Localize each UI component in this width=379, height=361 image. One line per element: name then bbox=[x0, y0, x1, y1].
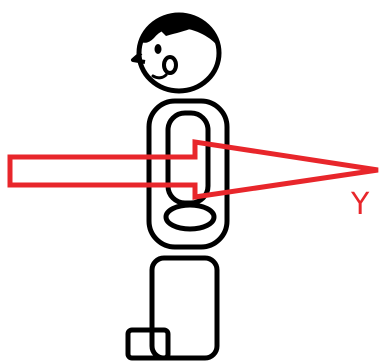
axis-label-y: Y bbox=[350, 187, 370, 222]
person-torso bbox=[149, 101, 227, 247]
y-axis-arrow bbox=[10, 142, 378, 197]
leg bbox=[152, 258, 217, 358]
eye bbox=[155, 44, 162, 54]
torso-outline bbox=[149, 101, 227, 247]
mouth bbox=[153, 75, 166, 78]
ear bbox=[164, 57, 176, 73]
hand bbox=[166, 205, 214, 229]
person-head bbox=[133, 14, 219, 91]
person-legs bbox=[128, 258, 217, 358]
foot bbox=[128, 330, 168, 358]
